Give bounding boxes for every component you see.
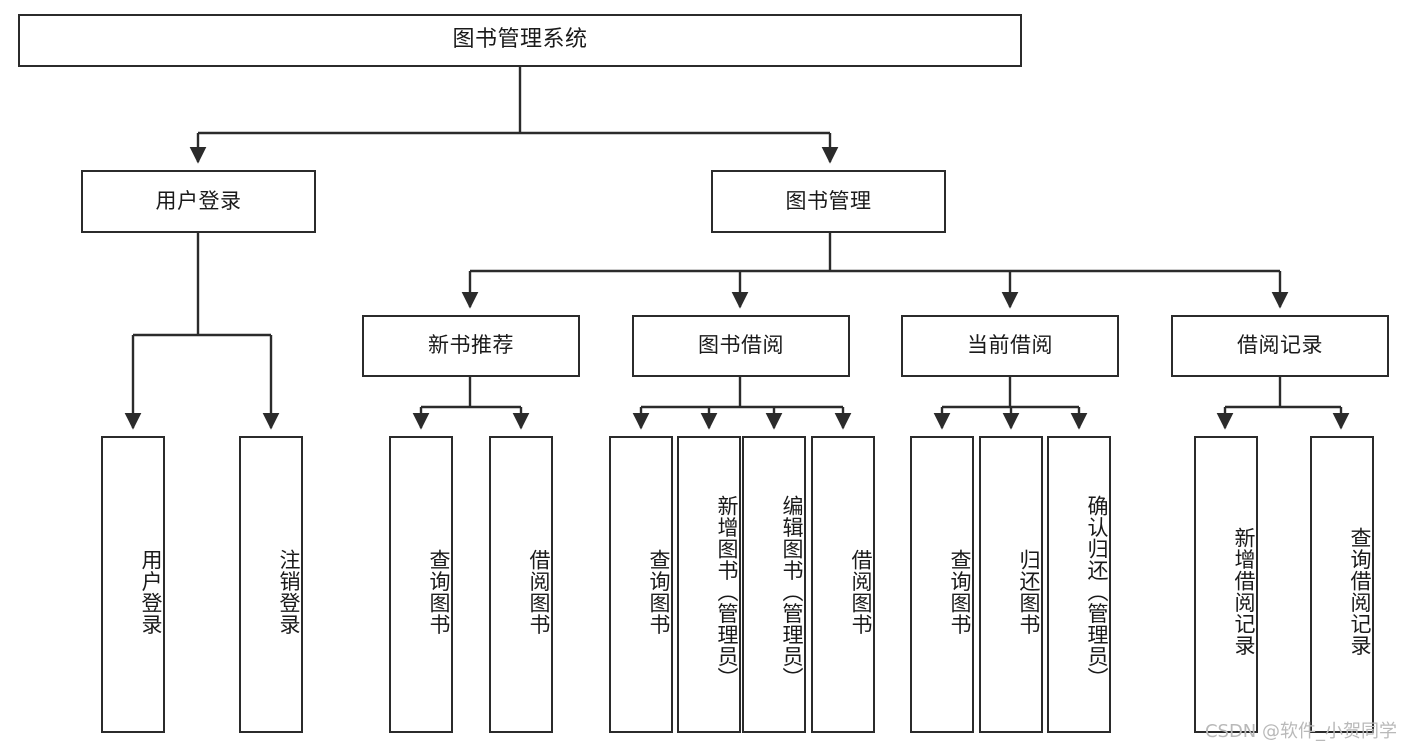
node-user-login[interactable]: 用户登录 [81,170,316,233]
node-new-book-recommend[interactable]: 新书推荐 [362,315,580,377]
leaf-user-login[interactable]: 用户登录 [101,436,165,733]
node-label: 借阅图书 [849,548,873,635]
node-borrow-record[interactable]: 借阅记录 [1171,315,1389,377]
node-label: 归还图书 [1017,548,1041,635]
node-book-management[interactable]: 图书管理 [711,170,946,233]
node-label: 图书借阅 [698,333,784,358]
node-label: 用户登录 [139,548,163,635]
csdn-watermark: CSDN @软件_小贺同学 [1204,721,1397,742]
node-label: 新增借阅记录 [1232,527,1256,656]
node-label: 图书管理系统 [452,27,588,53]
node-label: 新书推荐 [428,333,514,358]
node-label: 查询图书 [647,548,671,635]
node-label: 查询图书 [948,548,972,635]
leaf-record-add-borrow-record[interactable]: 新增借阅记录 [1194,436,1258,733]
leaf-logout[interactable]: 注销登录 [239,436,303,733]
node-label: 确认归还（管理员） [1085,494,1109,689]
node-book-borrow[interactable]: 图书借阅 [632,315,850,377]
node-label: 图书管理 [785,188,872,213]
leaf-record-query-borrow-record[interactable]: 查询借阅记录 [1310,436,1374,733]
node-current-borrow[interactable]: 当前借阅 [901,315,1119,377]
node-label: 新增图书（管理员） [715,494,739,689]
leaf-current-confirm-return-admin[interactable]: 确认归还（管理员） [1047,436,1111,733]
node-label: 当前借阅 [967,333,1053,358]
node-label: 编辑图书（管理员） [780,494,804,689]
node-label: 用户登录 [155,188,242,213]
leaf-borrow-edit-book-admin[interactable]: 编辑图书（管理员） [742,436,806,733]
leaf-current-query-book[interactable]: 查询图书 [910,436,974,733]
node-root-book-management-system[interactable]: 图书管理系统 [18,14,1022,67]
node-label: 查询图书 [427,548,451,635]
leaf-borrow-borrow-book[interactable]: 借阅图书 [811,436,875,733]
node-label: 借阅记录 [1237,333,1323,358]
leaf-borrow-add-book-admin[interactable]: 新增图书（管理员） [677,436,741,733]
node-label: 查询借阅记录 [1348,527,1372,656]
leaf-rec-borrow-book[interactable]: 借阅图书 [489,436,553,733]
leaf-borrow-query-book[interactable]: 查询图书 [609,436,673,733]
leaf-rec-query-book[interactable]: 查询图书 [389,436,453,733]
node-label: 借阅图书 [527,548,551,635]
leaf-current-return-book[interactable]: 归还图书 [979,436,1043,733]
node-label: 注销登录 [277,548,301,635]
